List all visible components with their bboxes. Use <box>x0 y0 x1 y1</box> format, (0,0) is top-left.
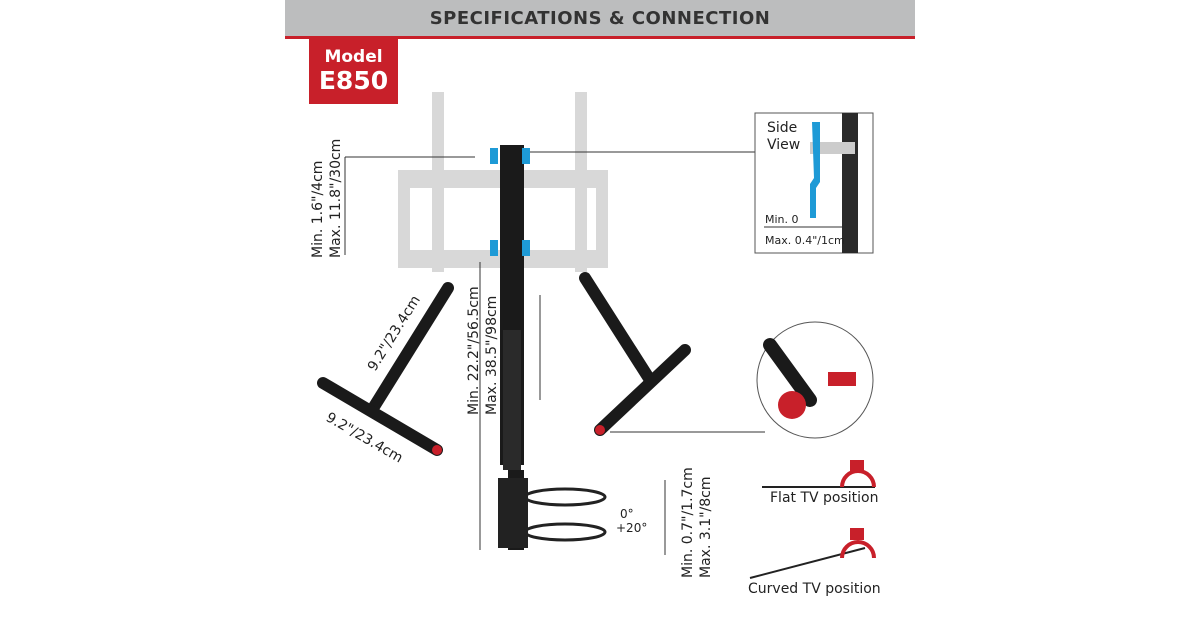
side-view-box: Side View Min. 0 Max. 0.4"/1cm <box>754 112 874 254</box>
curved-tv-label: Curved TV position <box>748 581 881 597</box>
side-view-title-2: View <box>767 137 800 153</box>
tilt-20-label: +20° <box>616 521 647 535</box>
tilt-0-label: 0° <box>620 507 634 521</box>
curved-tv-icon <box>749 528 876 579</box>
vertical-pole <box>490 145 530 550</box>
top-max-label: Max. 11.8"/30cm <box>328 139 344 258</box>
header-title: SPECIFICATIONS & CONNECTION <box>429 7 771 29</box>
side-view-min: Min. 0 <box>765 213 799 226</box>
model-number: E850 <box>318 66 389 95</box>
shelf-holders <box>523 487 607 542</box>
section-header: SPECIFICATIONS & CONNECTION <box>285 0 915 39</box>
model-badge: Model E850 <box>309 39 398 104</box>
height-max-label: Max. 38.5"/98cm <box>484 296 500 415</box>
flat-tv-label: Flat TV position <box>770 490 879 506</box>
side-view-max: Max. 0.4"/1cm <box>765 234 845 247</box>
side-view-title-1: Side <box>767 120 797 136</box>
shelf-max-label: Max. 3.1"/8cm <box>698 476 714 578</box>
model-label: Model <box>324 47 383 67</box>
left-arm <box>317 282 454 456</box>
knob-detail <box>756 321 874 439</box>
right-arm <box>579 272 691 436</box>
top-min-label: Min. 1.6"/4cm <box>310 161 326 258</box>
height-min-label: Min. 22.2"/56.5cm <box>466 286 482 415</box>
shelf-min-label: Min. 0.7"/1.7cm <box>680 467 696 578</box>
flat-tv-icon <box>762 460 876 488</box>
